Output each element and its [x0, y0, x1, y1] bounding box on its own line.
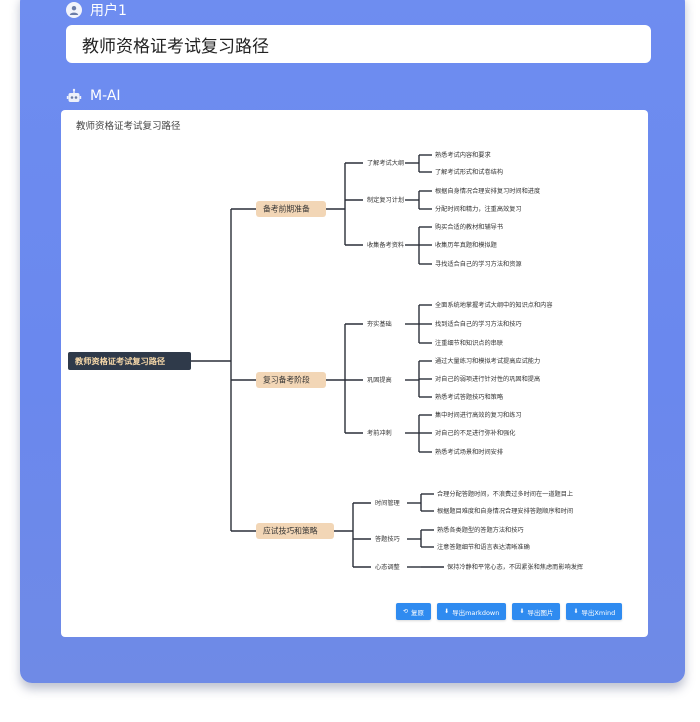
- mindmap-branch-label: 应试技巧和策略: [263, 526, 318, 536]
- mindmap-branch-node[interactable]: [256, 201, 326, 217]
- mindmap-branch-label: 复习备考阶段: [263, 375, 310, 385]
- mindmap-child-label: 答题技巧: [375, 535, 400, 543]
- mindmap-card-title: 教师资格证考试复习路径: [76, 121, 181, 132]
- download-icon: ⬇: [519, 608, 525, 615]
- export-markdown-label: 导出markdown: [452, 608, 500, 617]
- mindmap-branch-node[interactable]: [256, 523, 334, 539]
- robot-icon: [66, 88, 82, 104]
- branch-spine: [326, 324, 346, 433]
- mindmap-leaf-label: 分配时间和精力，注重高效复习: [435, 205, 522, 213]
- mindmap-leaf-label: 熟悉考试场景和时间安排: [435, 448, 503, 456]
- export-xmind-button[interactable]: ⬇ 导出Xmind: [566, 603, 623, 620]
- root-connector: [191, 209, 232, 531]
- mindmap-child-label: 心态调整: [375, 563, 400, 571]
- mindmap-leaf-label: 保持冷静和平常心态，不因紧张和焦虑而影响发挥: [447, 563, 583, 571]
- export-markdown-button[interactable]: ⬇ 导出markdown: [437, 603, 507, 620]
- mindmap-leaf-label: 根据题目难度和自身情况合理安排答题顺序和时间: [437, 507, 573, 515]
- user-role-name: 用户1: [90, 3, 127, 19]
- reset-button-label: 复原: [411, 608, 425, 617]
- mindmap-child-label: 收集备考资料: [367, 241, 404, 249]
- mindmap-leaf-label: 全面系统地掌握考试大纲中的知识点和内容: [435, 301, 553, 309]
- ai-response-card: 教师资格证考试复习路径 教师资格证考试复习路径备考前期准备了解考试大纲熟悉考试内…: [61, 110, 648, 637]
- user-role-row: 用户1: [66, 0, 127, 20]
- ai-role-row: M-AI: [66, 86, 121, 106]
- branch-spine: [334, 503, 354, 567]
- mindmap-leaf-label: 对自己的弱项进行针对性的巩固和提高: [435, 375, 540, 383]
- mindmap-child-label: 夯实基础: [367, 320, 392, 328]
- export-image-button[interactable]: ⬇ 导出图片: [512, 603, 561, 620]
- mindmap-leaf-label: 注意答题细节和语言表达清晰准确: [437, 543, 530, 551]
- reset-icon: ⟲: [403, 608, 409, 615]
- mindmap-branch-label: 备考前期准备: [263, 204, 310, 214]
- mindmap-leaf-label: 收集历年真题和模拟题: [435, 241, 497, 249]
- mindmap-leaf-label: 根据自身情况合理安排复习时间和进度: [435, 187, 540, 195]
- user-message: 教师资格证考试复习路径: [66, 25, 651, 63]
- mindmap-child-label: 考前冲刺: [367, 429, 392, 437]
- mindmap-root-label: 教师资格证考试复习路径: [74, 356, 166, 366]
- user-avatar-icon: [66, 2, 82, 18]
- mindmap-leaf-label: 通过大量练习和模拟考试提高应试能力: [435, 357, 540, 365]
- mindmap-child-label: 了解考试大纲: [367, 159, 404, 167]
- mindmap-canvas[interactable]: 教师资格证考试复习路径备考前期准备了解考试大纲熟悉考试内容和要求了解考试形式和试…: [61, 110, 648, 637]
- mindmap-leaf-label: 熟悉考试内容和要求: [435, 151, 491, 159]
- mindmap-leaf-label: 寻找适合自己的学习方法和资源: [435, 260, 522, 268]
- reset-button[interactable]: ⟲ 复原: [396, 603, 432, 620]
- mindmap-root-node[interactable]: [68, 352, 191, 370]
- download-icon: ⬇: [444, 608, 450, 615]
- mindmap-leaf-label: 找到适合自己的学习方法和技巧: [435, 320, 522, 328]
- mindmap-leaf-label: 了解考试形式和试卷结构: [435, 168, 503, 176]
- export-image-label: 导出图片: [527, 608, 554, 617]
- mindmap-child-label: 时间管理: [375, 499, 400, 507]
- mindmap-leaf-label: 熟悉各类题型的答题方法和技巧: [437, 526, 524, 534]
- mindmap-leaf-label: 集中时间进行高效的复习和练习: [435, 411, 522, 419]
- ai-role-name: M-AI: [90, 88, 121, 104]
- mindmap-leaf-label: 注重细节和知识点的串联: [435, 339, 503, 347]
- mindmap-leaf-label: 熟悉考试答题技巧和策略: [435, 393, 504, 401]
- export-xmind-label: 导出Xmind: [581, 608, 616, 617]
- mindmap-leaf-label: 对自己的不足进行弥补和强化: [435, 429, 515, 437]
- mindmap-toolbar: ⟲ 复原 ⬇ 导出markdown ⬇ 导出图片 ⬇ 导出Xmind: [396, 603, 623, 620]
- branch-spine: [326, 163, 346, 245]
- mindmap-child-label: 制定复习计划: [367, 196, 404, 204]
- download-icon: ⬇: [573, 608, 579, 615]
- mindmap-child-label: 巩固提高: [367, 376, 392, 384]
- mindmap-branch-node[interactable]: [256, 372, 326, 388]
- mindmap-leaf-label: 合理分配答题时间，不浪费过多时间在一道题目上: [437, 490, 573, 498]
- mindmap-leaf-label: 购买合适的教材和辅导书: [435, 223, 503, 231]
